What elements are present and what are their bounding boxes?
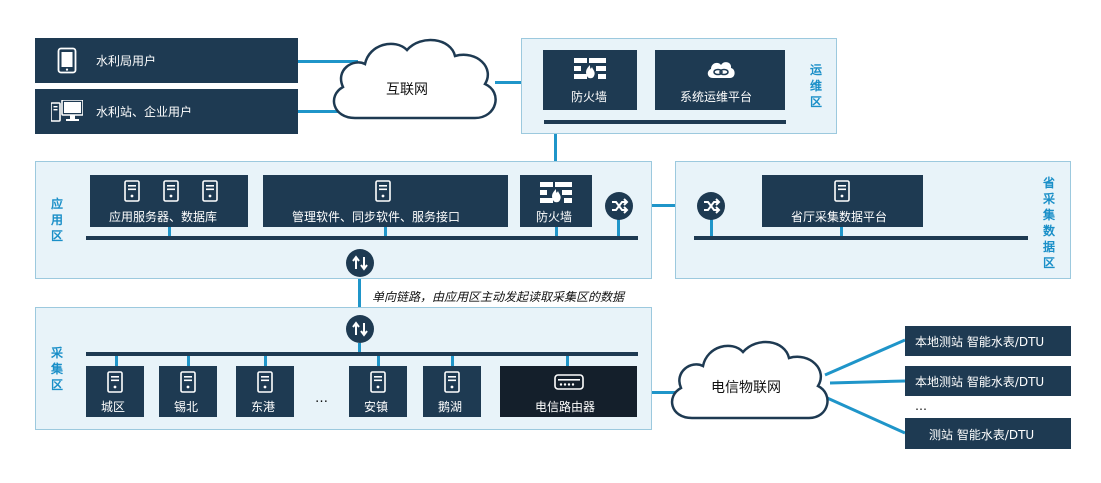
- collection-node-label: 安镇: [364, 400, 389, 414]
- server-icon: [257, 371, 273, 393]
- telecom-router-box[interactable]: 电信路由器: [500, 366, 637, 417]
- bureau-user-box[interactable]: 水利局用户: [35, 38, 298, 83]
- router-icon: [554, 374, 584, 390]
- server-icon: [107, 371, 123, 393]
- collection-node-anzhen[interactable]: 安镇: [349, 366, 407, 417]
- coll-drop-node: [187, 356, 190, 367]
- collection-node-label: 锡北: [174, 400, 199, 414]
- coll-drop-node: [264, 356, 267, 367]
- prov-drop-platform: [840, 227, 843, 237]
- coll-drop-router: [566, 356, 569, 367]
- app-servers-box[interactable]: 应用服务器、数据库: [90, 175, 248, 227]
- station-box-1[interactable]: 本地测站 智能水表/DTU: [905, 326, 1071, 356]
- ops-network-bus: [544, 120, 786, 124]
- link-internet-ops: [495, 81, 530, 84]
- app-firewall-box[interactable]: 防火墙: [520, 175, 592, 227]
- server-icon: [834, 180, 850, 202]
- server-icon: [202, 180, 218, 202]
- collection-node-xibei[interactable]: 锡北: [159, 366, 217, 417]
- server-icon: [444, 371, 460, 393]
- collection-node-label: 城区: [101, 400, 126, 414]
- internet-cloud: [332, 38, 497, 120]
- provincial-zone-label: 省采集数据区: [1042, 176, 1055, 270]
- station-user-box[interactable]: 水利站、企业用户: [35, 89, 298, 134]
- bureau-user-label: 水利局用户: [96, 54, 157, 68]
- server-icon: [370, 371, 386, 393]
- app-zone-label: 应用区: [50, 197, 63, 243]
- app-drop-firewall: [555, 227, 558, 237]
- app-network-bus: [86, 236, 638, 240]
- server-icon: [375, 180, 391, 202]
- app-sync-node[interactable]: [346, 249, 374, 277]
- coll-drop-node: [377, 356, 380, 367]
- cloud-link-icon: [707, 62, 735, 78]
- station-box-3[interactable]: 测站 智能水表/DTU: [905, 418, 1071, 449]
- iot-cloud: [670, 340, 829, 420]
- link-app-collection: [358, 275, 361, 310]
- app-servers-label: 应用服务器、数据库: [109, 210, 218, 224]
- telecom-router-label: 电信路由器: [535, 400, 596, 414]
- provincial-platform-box[interactable]: 省厅采集数据平台: [762, 175, 923, 227]
- firewall-icon: [540, 182, 572, 204]
- collection-network-bus: [86, 352, 638, 356]
- prov-drop-shuffle: [710, 216, 713, 237]
- link-app-provincial: [634, 204, 700, 207]
- tablet-icon: [57, 47, 77, 74]
- ops-firewall-label: 防火墙: [571, 90, 608, 104]
- app-software-box[interactable]: 管理软件、同步软件、服务接口: [263, 175, 508, 227]
- collection-zone-label: 采集区: [50, 346, 63, 392]
- station-user-label: 水利站、企业用户: [96, 105, 193, 119]
- coll-drop-sync: [358, 343, 361, 353]
- collection-node-label: 东港: [251, 400, 276, 414]
- server-icon: [163, 180, 179, 202]
- link-bureau-internet: [298, 60, 358, 63]
- link-router-iot: [637, 391, 677, 394]
- collection-node-ehu[interactable]: 鹅湖: [423, 366, 481, 417]
- ops-platform-box[interactable]: 系统运维平台: [655, 50, 785, 110]
- app-shuffle-node[interactable]: [605, 192, 633, 220]
- ops-firewall-box[interactable]: 防火墙: [543, 50, 637, 110]
- collection-sync-node[interactable]: [346, 315, 374, 343]
- link-caption: 单向链路，由应用区主动发起读取采集区的数据: [372, 290, 625, 304]
- sync-icon: [352, 321, 368, 337]
- app-software-label: 管理软件、同步软件、服务接口: [292, 210, 461, 224]
- collection-node-label: 鹅湖: [438, 400, 463, 414]
- sync-icon: [352, 255, 368, 271]
- provincial-shuffle-node[interactable]: [697, 192, 725, 220]
- station-label: 测站 智能水表/DTU: [929, 428, 1035, 442]
- provincial-network-bus: [694, 236, 1028, 240]
- firewall-icon: [574, 58, 606, 80]
- app-drop-software: [384, 227, 387, 237]
- iot-label: 电信物联网: [711, 380, 781, 396]
- station-label: 本地测站 智能水表/DTU: [915, 335, 1045, 349]
- ops-platform-label: 系统运维平台: [680, 90, 753, 104]
- ops-zone-label: 运维区: [809, 63, 822, 109]
- station-box-2[interactable]: 本地测站 智能水表/DTU: [905, 366, 1071, 396]
- server-icon: [124, 180, 140, 202]
- app-drop-servers: [168, 227, 171, 237]
- collection-node-chengqu[interactable]: 城区: [86, 366, 144, 417]
- shuffle-icon: [704, 198, 721, 214]
- server-icon: [180, 371, 196, 393]
- desktop-icon: [51, 100, 83, 122]
- provincial-platform-label: 省厅采集数据平台: [791, 210, 888, 224]
- stations-ellipsis: …: [915, 399, 927, 413]
- app-firewall-label: 防火墙: [536, 210, 573, 224]
- shuffle-icon: [612, 198, 629, 214]
- collection-node-donggang[interactable]: 东港: [236, 366, 294, 417]
- station-label: 本地测站 智能水表/DTU: [915, 375, 1045, 389]
- link-ops-app: [554, 132, 557, 162]
- link-station-internet: [298, 110, 358, 113]
- internet-label: 互联网: [386, 82, 428, 98]
- coll-drop-node: [115, 356, 118, 367]
- collection-ellipsis: …: [315, 391, 328, 406]
- coll-drop-node: [451, 356, 454, 367]
- app-drop-shuffle: [617, 216, 620, 237]
